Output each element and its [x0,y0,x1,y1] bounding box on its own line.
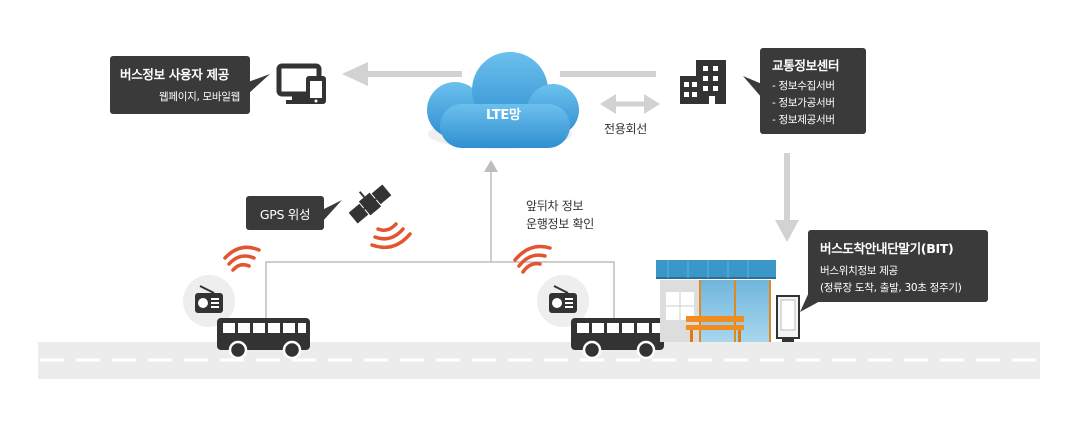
user-box-pointer [248,74,270,94]
center-box-pointer [743,76,762,98]
traffic-center-item: - 정보제공서버 [772,114,835,126]
dedicated-line-label: 전용회선 [604,122,647,136]
satellite-icon [348,184,392,224]
bus-connector-lines [265,168,615,320]
building-icon [680,60,726,104]
traffic-center-item: - 정보가공서버 [772,97,835,109]
bit-terminal-icon [776,295,800,342]
gps-satellite-label: GPS 위성 [259,206,311,222]
bus-radio-icon-right [537,275,589,327]
bus-signal-icon-left [223,245,261,272]
gps-satellite-box: GPS 위성 [246,196,324,230]
gps-box-pointer [322,200,342,222]
arrow-to-users [342,62,656,86]
traffic-center-item: - 정보수집서버 [772,80,835,92]
arrow-center-to-bit [775,153,799,242]
bus-radio-icon-left [183,275,235,327]
lte-network-label: LTE망 [486,108,521,123]
user-service-title: 버스정보 사용자 제공 [120,67,229,82]
dedicated-line-arrow [600,94,660,114]
road [38,342,1040,379]
up-arrow-head [484,160,498,172]
satellite-signal-icon [370,222,412,250]
bus-info-line1: 앞뒤차 정보 [526,199,584,213]
bit-info-box: 버스도착안내단말기(BIT) 버스위치정보 제공 (정류장 도착, 출발, 30… [808,230,988,302]
traffic-center-title: 교통정보센터 [772,58,840,73]
bus-info-line2: 운행정보 확인 [526,217,594,231]
computer-mobile-icon [276,63,326,104]
bus-signal-icon-right [513,244,552,274]
user-service-subtitle: 웹페이지, 모바일웹 [159,91,240,103]
bus-shelter-icon [656,260,776,342]
bit-line2: (정류장 도착, 출발, 30초 정주기) [820,282,962,294]
bit-title: 버스도착안내단말기(BIT) [820,241,954,256]
bus-icon-right [571,318,664,360]
lte-cloud-icon [427,52,579,149]
traffic-center-box: 교통정보센터 - 정보수집서버 - 정보가공서버 - 정보제공서버 [760,48,866,134]
bus-icon-left [217,318,310,360]
bit-line1: 버스위치정보 제공 [820,265,898,277]
user-service-box: 버스정보 사용자 제공 웹페이지, 모바일웹 [110,56,250,114]
